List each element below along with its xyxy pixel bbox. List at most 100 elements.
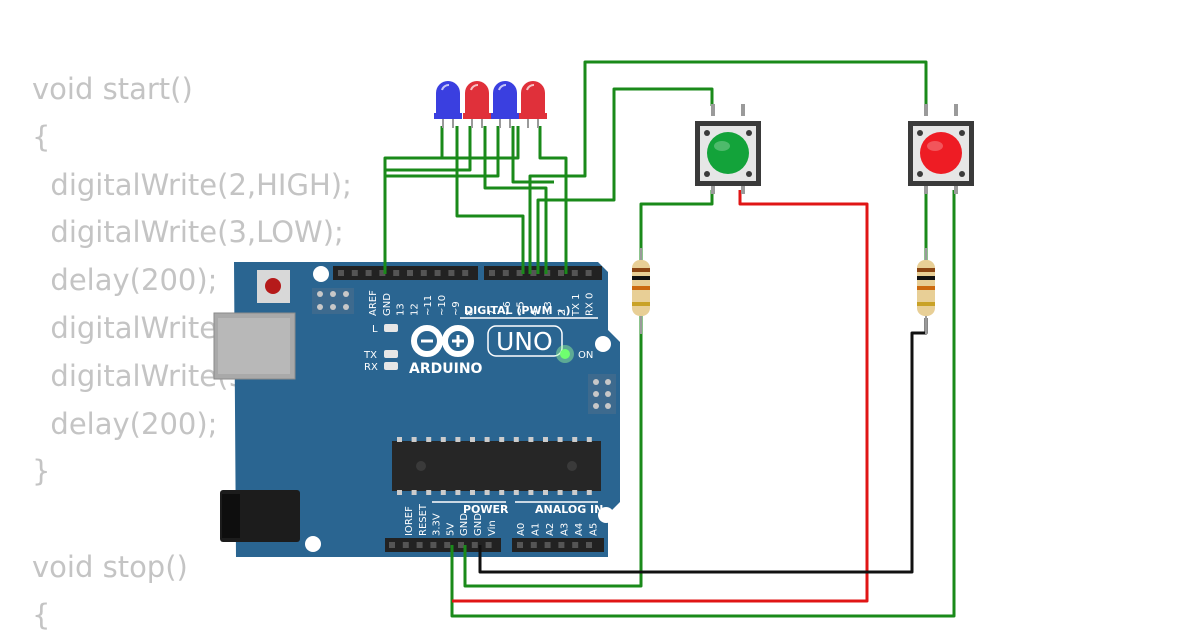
push-button-green bbox=[695, 104, 761, 194]
code-line: void stop() bbox=[32, 549, 188, 584]
pin-label: GND bbox=[473, 513, 484, 536]
chip-pin bbox=[557, 437, 563, 442]
wire-led3-anode bbox=[511, 126, 554, 184]
led-body bbox=[521, 81, 545, 116]
chip-pin bbox=[484, 437, 490, 442]
reset-button-cap bbox=[265, 278, 281, 294]
pin-label: RX 0 bbox=[585, 293, 596, 316]
led-blue bbox=[491, 81, 519, 128]
chip-pin bbox=[440, 437, 446, 442]
code-line: } bbox=[32, 454, 51, 489]
led-label-rx: RX bbox=[364, 362, 378, 373]
chip-pin bbox=[455, 490, 461, 495]
chip-pin bbox=[440, 490, 446, 495]
wire-led2-anode bbox=[483, 126, 548, 274]
header-socket bbox=[572, 542, 579, 548]
chip-pin bbox=[586, 437, 592, 442]
header-socket bbox=[558, 542, 565, 548]
mounting-hole bbox=[305, 536, 321, 552]
pin-label: TX 1 bbox=[571, 294, 582, 318]
code-line: { bbox=[32, 597, 51, 632]
pin-label: A5 bbox=[589, 523, 600, 536]
chip-pin bbox=[426, 490, 432, 495]
arduino-logo-symbols bbox=[421, 335, 464, 347]
header-socket bbox=[393, 270, 400, 276]
pin-label: ~11 bbox=[423, 295, 434, 316]
code-line: digitalWrite(2,HIGH); bbox=[32, 167, 352, 202]
led-rim bbox=[434, 113, 462, 119]
chip-pin bbox=[557, 490, 563, 495]
dc-jack-face bbox=[222, 494, 240, 538]
pin-label: ~3 bbox=[543, 301, 554, 316]
chip-pin bbox=[411, 437, 417, 442]
chip-pins bbox=[397, 437, 592, 495]
usb-connector-inner bbox=[218, 318, 290, 374]
chip-pin bbox=[572, 490, 578, 495]
chip-pin bbox=[455, 437, 461, 442]
led-rim bbox=[491, 113, 519, 119]
arduino-brand: ARDUINO bbox=[409, 361, 483, 377]
code-line: digitalWrite(3,LOW); bbox=[32, 215, 344, 250]
wire-button-green-to-pin bbox=[536, 87, 714, 274]
pin-label: GND bbox=[459, 513, 470, 536]
pin-label: A1 bbox=[531, 523, 542, 536]
icsp-header-right bbox=[588, 374, 616, 414]
header-socket bbox=[471, 542, 478, 548]
header-socket bbox=[351, 270, 358, 276]
icsp-header-left bbox=[312, 288, 354, 314]
pin-label: A3 bbox=[560, 523, 571, 536]
digital-header-right bbox=[484, 266, 602, 280]
led-label-tx: TX bbox=[363, 350, 377, 361]
chip-pin bbox=[426, 437, 432, 442]
push-button-red bbox=[908, 104, 974, 194]
button-cap bbox=[920, 132, 962, 174]
code-line: { bbox=[32, 119, 51, 154]
chip-pin bbox=[513, 490, 519, 495]
pin-label: 12 bbox=[409, 303, 420, 316]
chip-dot bbox=[416, 461, 426, 471]
chip-pin bbox=[470, 437, 475, 442]
wire-button-red-to-pin bbox=[528, 60, 928, 274]
header-socket bbox=[444, 542, 451, 548]
chip-dot bbox=[567, 461, 577, 471]
chip-pin bbox=[411, 490, 417, 495]
wire-led1-anode bbox=[455, 126, 525, 274]
code-line: delay(200); bbox=[32, 263, 218, 298]
resistor bbox=[917, 248, 935, 334]
mounting-hole bbox=[595, 336, 611, 352]
led-body bbox=[493, 81, 517, 116]
resistors bbox=[632, 248, 935, 334]
power-led bbox=[560, 349, 570, 359]
led-row bbox=[434, 81, 547, 128]
chip-pin bbox=[397, 490, 402, 495]
chip-pin bbox=[499, 490, 505, 495]
header-socket bbox=[530, 542, 537, 548]
chip-pin bbox=[543, 437, 548, 442]
header-socket bbox=[586, 542, 592, 548]
header-sockets bbox=[389, 542, 592, 548]
led-body bbox=[465, 81, 489, 116]
led-red bbox=[519, 81, 547, 128]
chip-pin bbox=[543, 490, 548, 495]
led-rim bbox=[463, 113, 491, 119]
push-buttons bbox=[695, 104, 974, 194]
header-socket bbox=[517, 542, 523, 548]
header-socket bbox=[365, 270, 372, 276]
header-socket bbox=[485, 542, 492, 548]
onboard-leds: L TX RX bbox=[363, 324, 398, 373]
resistor bbox=[632, 248, 650, 334]
chip-pin bbox=[528, 437, 534, 442]
header-socket bbox=[489, 270, 495, 276]
power-on-label: ON bbox=[578, 350, 593, 361]
pin-label: A4 bbox=[574, 523, 585, 536]
wire-5v-red-button bbox=[450, 190, 956, 618]
pin-label: 5V bbox=[445, 523, 456, 536]
chip-pin bbox=[470, 490, 475, 495]
pin-label: ~10 bbox=[437, 295, 448, 316]
analog-label: ANALOG IN bbox=[535, 503, 603, 516]
pin-label: GND bbox=[382, 293, 393, 316]
wire-led2-cathode bbox=[385, 126, 472, 172]
